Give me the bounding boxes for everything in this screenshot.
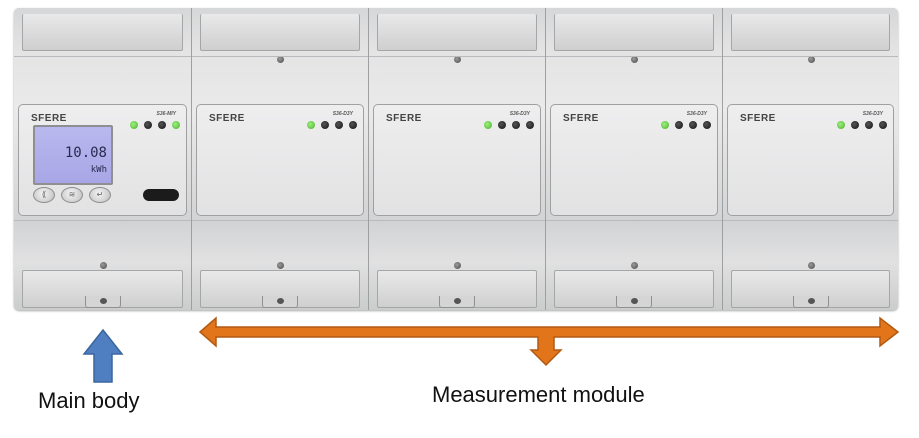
din-clip bbox=[262, 296, 298, 308]
mid-screw bbox=[454, 262, 461, 269]
din-clip bbox=[793, 296, 829, 308]
upper-screw bbox=[454, 56, 461, 63]
upper-terminal-cover bbox=[377, 14, 537, 51]
status-led bbox=[144, 121, 152, 129]
measurement-module-label: Measurement module bbox=[432, 382, 645, 407]
status-led bbox=[484, 121, 492, 129]
brand-logo: SFERE bbox=[386, 113, 422, 124]
mid-screw bbox=[99, 262, 107, 269]
status-led bbox=[879, 121, 887, 129]
front-panel: SFERE S36-D3Y bbox=[373, 104, 541, 216]
status-led bbox=[526, 121, 534, 129]
measurement-module-3: SFERE S36-D3Y bbox=[546, 8, 723, 310]
lcd-value: 10.08 bbox=[64, 145, 107, 161]
status-leds bbox=[307, 121, 357, 129]
status-led bbox=[865, 121, 873, 129]
mid-screw bbox=[277, 262, 284, 269]
status-led bbox=[130, 121, 138, 129]
front-panel: SFERE S36-D3Y bbox=[727, 104, 894, 216]
status-led bbox=[335, 121, 343, 129]
brand-logo: SFERE bbox=[31, 113, 67, 124]
status-led bbox=[689, 121, 697, 129]
measurement-module-2: SFERE S36-D3Y bbox=[369, 8, 546, 310]
enter-button[interactable]: ↵ bbox=[89, 187, 111, 203]
din-clip bbox=[616, 296, 652, 308]
upper-screw bbox=[277, 56, 284, 63]
status-led bbox=[837, 121, 845, 129]
main-body-arrow bbox=[82, 328, 124, 383]
status-led bbox=[321, 121, 329, 129]
status-leds bbox=[661, 121, 711, 129]
din-clip bbox=[439, 296, 475, 308]
status-led bbox=[512, 121, 520, 129]
upper-screw bbox=[807, 56, 815, 63]
upper-terminal-cover bbox=[22, 14, 183, 51]
status-leds bbox=[837, 121, 887, 129]
main-body-label: Main body bbox=[38, 388, 140, 413]
status-led bbox=[498, 121, 506, 129]
status-led bbox=[661, 121, 669, 129]
status-leds bbox=[484, 121, 534, 129]
brand-logo: SFERE bbox=[563, 113, 599, 124]
status-led bbox=[703, 121, 711, 129]
model-label: S36-D3Y bbox=[686, 111, 707, 117]
status-led bbox=[851, 121, 859, 129]
brand-logo: SFERE bbox=[209, 113, 245, 124]
din-clip bbox=[85, 296, 121, 308]
status-led bbox=[675, 121, 683, 129]
meter-assembly: SFERE S36-MIY 10.08 kWh ⟪ ≋ ↵ bbox=[14, 8, 898, 310]
model-label: S36-D3Y bbox=[862, 111, 883, 117]
status-led bbox=[158, 121, 166, 129]
front-panel: SFERE S36-MIY 10.08 kWh ⟪ ≋ ↵ bbox=[18, 104, 187, 216]
lcd-display: 10.08 kWh bbox=[33, 125, 113, 185]
upper-screw bbox=[631, 56, 638, 63]
front-panel: SFERE S36-D3Y bbox=[196, 104, 364, 216]
menu-button[interactable]: ≋ bbox=[61, 187, 83, 203]
status-led bbox=[172, 121, 180, 129]
upper-terminal-cover bbox=[554, 14, 714, 51]
left-button[interactable]: ⟪ bbox=[33, 187, 55, 203]
brand-logo: SFERE bbox=[740, 113, 776, 124]
measurement-module-4: SFERE S36-D3Y bbox=[723, 8, 898, 310]
mid-screw bbox=[631, 262, 638, 269]
measurement-module-arrow bbox=[198, 316, 900, 367]
status-led bbox=[349, 121, 357, 129]
model-label: S36-D3Y bbox=[332, 111, 353, 117]
model-label: S36-D3Y bbox=[509, 111, 530, 117]
lcd-unit: kWh bbox=[90, 165, 107, 175]
model-label: S36-MIY bbox=[156, 111, 176, 117]
upper-terminal-cover bbox=[731, 14, 890, 51]
status-led bbox=[307, 121, 315, 129]
front-panel: SFERE S36-D3Y bbox=[550, 104, 718, 216]
status-leds bbox=[130, 121, 180, 129]
mid-screw bbox=[807, 262, 815, 269]
upper-terminal-cover bbox=[200, 14, 360, 51]
optical-port bbox=[143, 189, 179, 201]
measurement-module-1: SFERE S36-D3Y bbox=[192, 8, 369, 310]
